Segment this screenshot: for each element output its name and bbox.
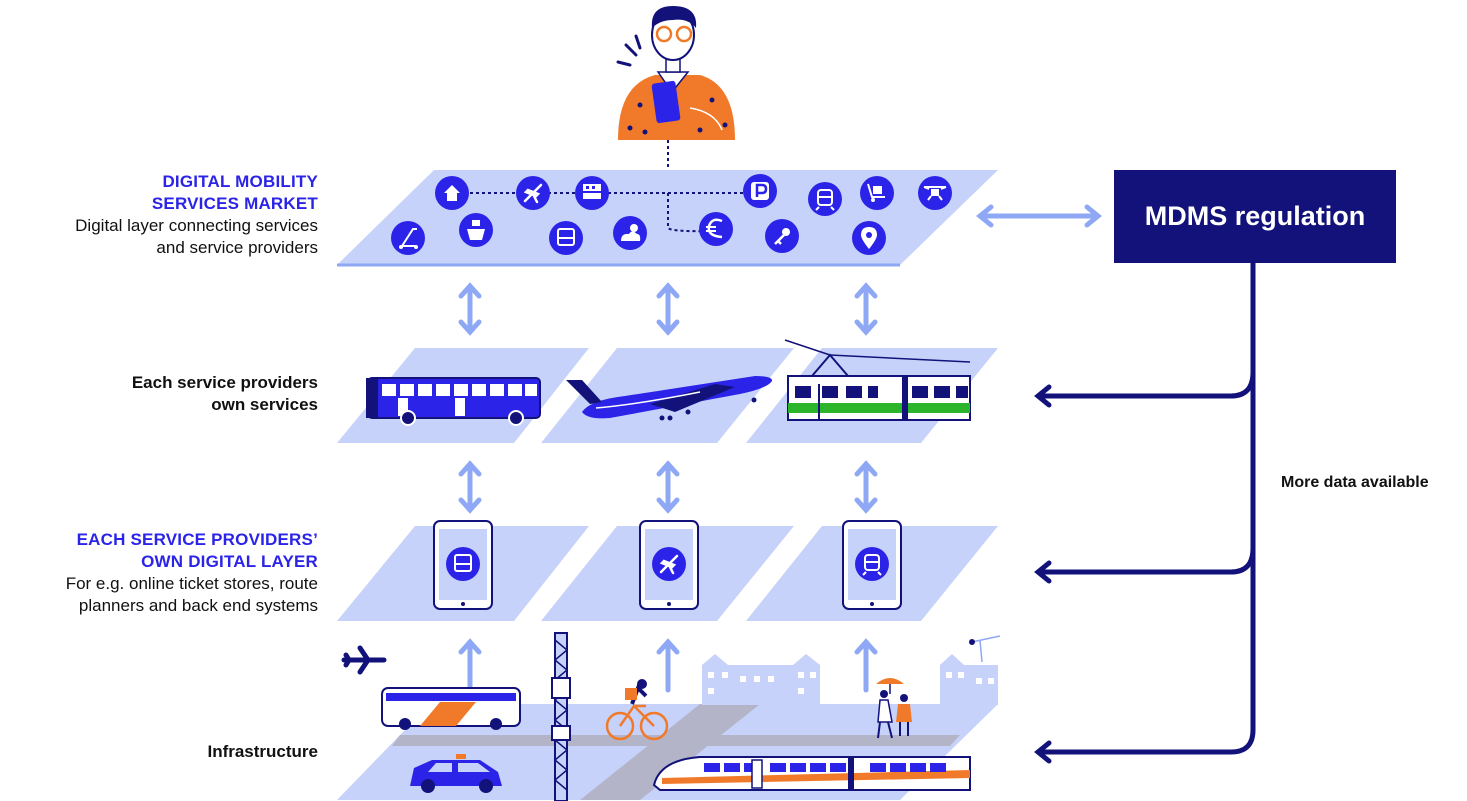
arrow-services-digital-2	[656, 460, 680, 514]
taxi-car	[410, 754, 502, 793]
small-plane	[341, 645, 387, 675]
mdms-regulation-label: MDMS regulation	[1144, 201, 1366, 231]
arrow-market-services-3	[854, 282, 878, 336]
infrastructure-text: Infrastructure	[207, 742, 318, 761]
coach-bus	[381, 687, 521, 730]
light-arrows	[458, 204, 1102, 693]
scooter-icon	[391, 221, 425, 255]
market-desc-line2: and service providers	[156, 238, 318, 257]
high-speed-train	[652, 756, 971, 791]
tablet-bus	[433, 520, 493, 610]
market-desc-line1: Digital layer connecting services	[75, 216, 318, 235]
bus-icon	[549, 221, 583, 255]
tablet-plane	[639, 520, 699, 610]
digital-desc-line1: For e.g. online ticket stores, route	[65, 574, 318, 593]
location-pin-icon	[852, 221, 886, 255]
antenna-tower	[551, 632, 571, 801]
tram-vehicle	[784, 339, 971, 421]
services-line2: own services	[211, 395, 318, 414]
ferry-icon	[459, 213, 493, 247]
person-with-phone	[616, 6, 735, 140]
key-icon	[765, 219, 799, 253]
buildings-right	[940, 635, 1001, 705]
drone-icon	[918, 176, 952, 210]
bus-vehicle	[366, 377, 541, 426]
buildings-left	[702, 654, 820, 705]
train-icon	[808, 182, 842, 216]
digital-label: EACH SERVICE PROVIDERS’ OWN DIGITAL LAYE…	[66, 529, 318, 617]
market-title-line1: DIGITAL MOBILITY	[162, 172, 318, 191]
services-label: Each service providers own services	[132, 372, 318, 416]
digital-title-line2: OWN DIGITAL LAYER	[141, 552, 318, 571]
digital-desc-line2: planners and back end systems	[78, 596, 318, 615]
arrow-services-digital-1	[458, 460, 482, 514]
delivery-icon	[860, 176, 894, 210]
arrow-market-services-1	[458, 282, 482, 336]
cyclist	[605, 679, 669, 741]
arrow-services-digital-3	[854, 460, 878, 514]
regulation-bracket	[1034, 260, 1256, 764]
infrastructure-label: Infrastructure	[207, 741, 318, 763]
taxi-icon	[575, 176, 609, 210]
arrow-market-regulation	[976, 204, 1102, 228]
arrow-infra-digital-2	[656, 638, 680, 693]
tablet-train	[842, 520, 902, 610]
more-data-label: More data available	[1281, 474, 1429, 491]
arrow-infra-digital-1	[458, 638, 482, 693]
home-icon	[435, 176, 469, 210]
weather-icon	[613, 216, 647, 250]
digital-title-line1: EACH SERVICE PROVIDERS’	[76, 530, 318, 549]
parking-icon	[743, 174, 777, 208]
market-label: DIGITAL MOBILITY SERVICES MARKET Digital…	[75, 171, 318, 259]
arrow-infra-digital-3	[854, 638, 878, 693]
airplane-vehicle	[566, 376, 773, 421]
plane-icon	[516, 176, 550, 210]
mdms-regulation-box: MDMS regulation	[1114, 170, 1396, 263]
euro-icon	[699, 212, 733, 246]
pedestrians	[876, 678, 912, 739]
arrow-market-services-2	[656, 282, 680, 336]
services-line1: Each service providers	[131, 373, 318, 392]
market-title-line2: SERVICES MARKET	[151, 194, 318, 213]
